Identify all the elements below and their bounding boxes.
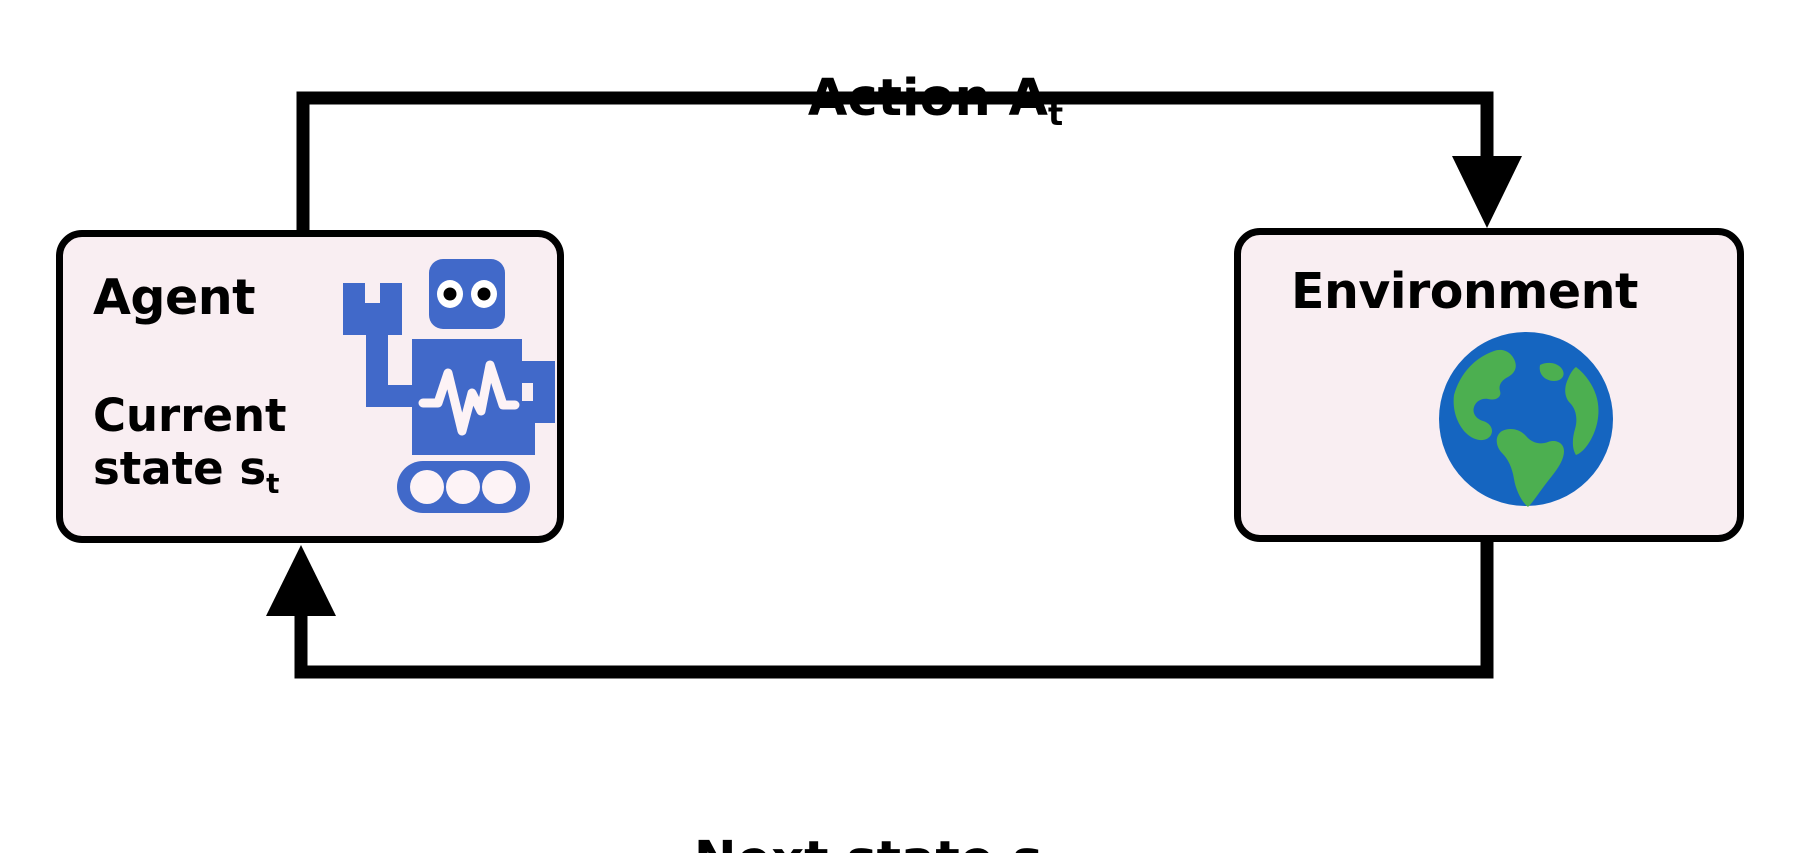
globe-icon	[1436, 329, 1616, 509]
agent-state-subscript: t	[266, 467, 280, 501]
top-arrow-path	[296, 91, 1522, 232]
agent-state-line2: state s	[93, 442, 267, 496]
robot-icon	[335, 253, 555, 533]
agent-state-label: Current state st	[93, 389, 287, 500]
agent-title: Agent	[93, 269, 256, 326]
action-label-subscript: t	[1048, 97, 1064, 134]
agent-state-line1: Current	[93, 389, 287, 442]
environment-node[interactable]: Environment	[1234, 228, 1744, 542]
bottom-arrow-path	[266, 541, 1494, 679]
environment-title: Environment	[1291, 263, 1638, 320]
edge-label-feedback: Next state st+1 Reward Rt+1	[0, 708, 1800, 853]
agent-node[interactable]: Agent Current state st	[56, 230, 564, 543]
next-state-text: Next state s	[694, 831, 1043, 853]
feedback-line-next-state: Next state st+1	[0, 830, 1800, 853]
edge-label-action: Action At	[0, 10, 1800, 187]
action-label-text: Action A	[807, 69, 1049, 128]
